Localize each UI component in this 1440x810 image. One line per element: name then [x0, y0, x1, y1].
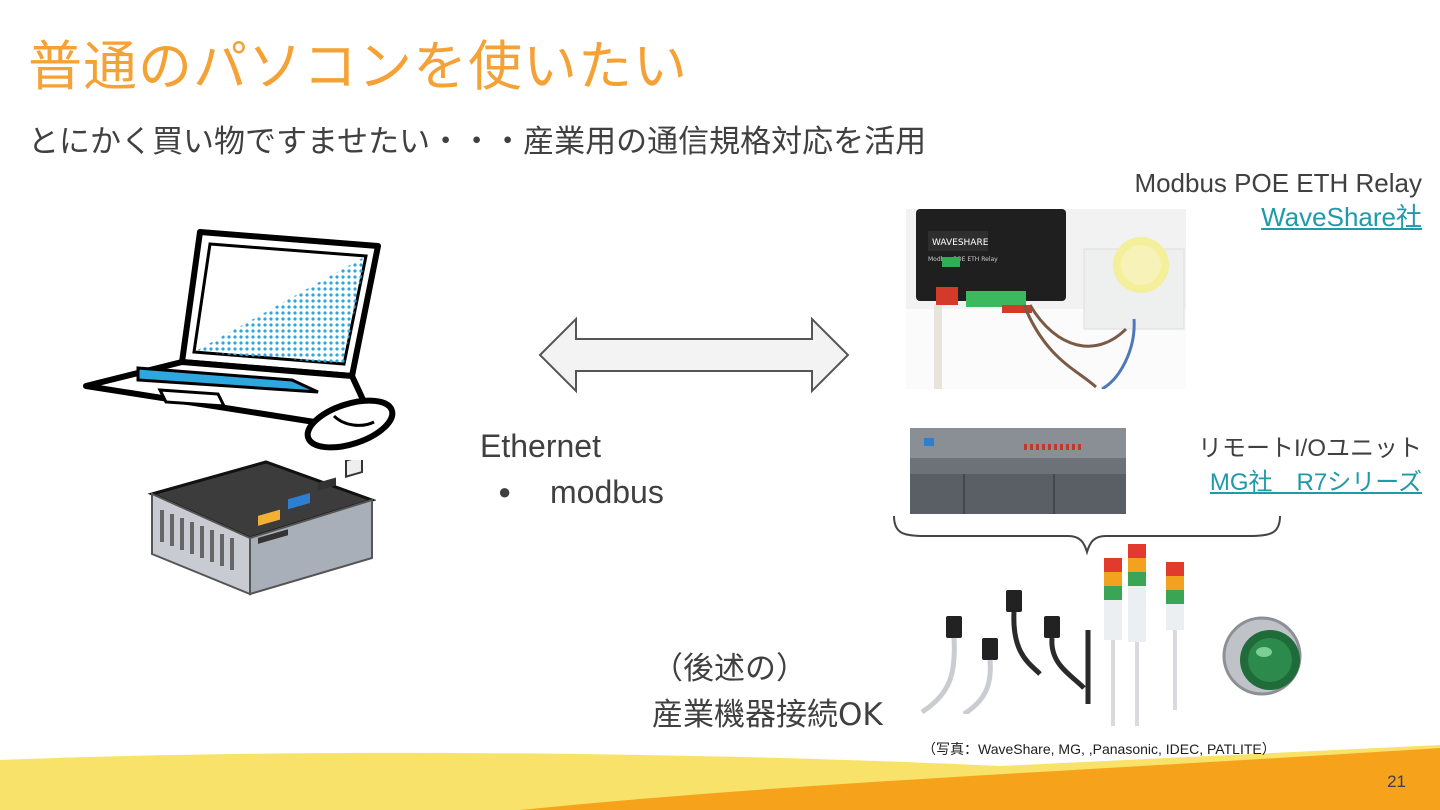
page-subtitle: とにかく買い物ですませたい・・・産業用の通信規格対応を活用 [28, 124, 927, 160]
protocol-bullet-item: ● modbus [498, 474, 664, 511]
page-title: 普通のパソコンを使いたい [28, 35, 688, 98]
remote-io-caption: リモートI/Oユニット MG社 R7シリーズ [1198, 432, 1422, 500]
relay-caption: Modbus POE ETH Relay WaveShare社 [1134, 166, 1422, 234]
relay-photo: WAVESHARE Modbus POE ETH Relay [906, 209, 1186, 389]
relay-model-text: Modbus POE ETH Relay [928, 256, 998, 263]
relay-brand-text: WAVESHARE [932, 238, 989, 248]
ethernet-label: Ethernet [480, 428, 601, 464]
remote-io-photo [910, 428, 1126, 514]
mg-r7-link[interactable]: MG社 R7シリーズ [1209, 469, 1422, 496]
later-note-line1: （後述の） [652, 651, 807, 687]
relay-product-name: Modbus POE ETH Relay [1134, 168, 1422, 198]
brace-icon [893, 515, 1281, 556]
mini-pc-illustration [147, 460, 376, 596]
sensor-photo [920, 590, 1091, 714]
remote-io-product-name: リモートI/Oユニット [1197, 435, 1422, 462]
signal-tower-photo [1104, 544, 1184, 726]
later-note-line2: 産業機器接続OK [652, 697, 883, 733]
waveshare-link[interactable]: WaveShare社 [1261, 202, 1422, 232]
protocol-label: modbus [550, 474, 664, 510]
later-note: （後述の） 産業機器接続OK [652, 646, 883, 738]
photo-credit: （写真：WaveShare, MG, ,Panasonic, IDEC, PAT… [922, 741, 1276, 757]
page-number: 21 [1387, 772, 1406, 791]
double-arrow-icon [538, 316, 850, 394]
laptop-illustration [83, 229, 396, 451]
bullet-icon: ● [498, 479, 512, 504]
pilot-lamp-photo [1222, 616, 1302, 696]
